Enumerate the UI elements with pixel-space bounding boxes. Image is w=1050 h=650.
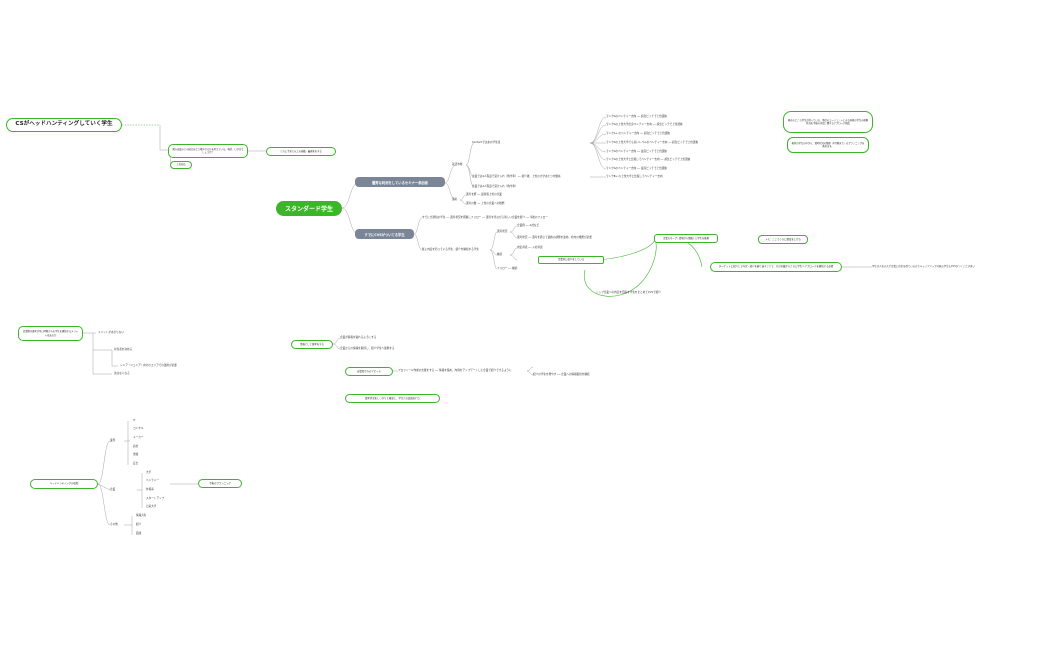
- memo-box[interactable]: メモ：ここでさらに精度を上げる: [758, 235, 808, 244]
- bottom-root[interactable]: ヘッドハンティングの役割: [30, 479, 98, 489]
- branch-2-sub-2b[interactable]: 企業別に紹介をしている: [538, 256, 604, 264]
- bg1-item-0: 大手: [146, 471, 152, 474]
- cs-headhunting-title[interactable]: CSがヘッドハンティングしていく学生: [6, 118, 122, 132]
- right-note-2[interactable]: 現状の学生の中から、選考状況の整理（4月期まで）のプランニングを進めます。: [787, 137, 869, 153]
- bl-item-3: 次はなくなる: [114, 372, 130, 375]
- bg2-item-0: 情報共有: [136, 514, 147, 517]
- left-top-box-1[interactable]: 僕らは彼らとの接点をどう増やせるかを考えている。現状、いかがでしょうか？: [168, 144, 248, 158]
- mid-box-1[interactable]: 情報として選考をする: [291, 340, 333, 349]
- mid-box-2[interactable]: 支援者からのアピール: [345, 367, 393, 376]
- left-top-box-3[interactable]: 上位対応: [170, 161, 192, 169]
- branch-2-sub-1: 選考状況: [497, 230, 508, 233]
- root-node[interactable]: スタンダード学生: [276, 201, 342, 216]
- green-link-label: トップ企業への内定を目指す学生をまとめてCVSで紹介: [596, 291, 661, 294]
- branch-2-sub-1b: 選考状況 ── 選考を通じて最終の調整を進め、社内の推薦が必要: [517, 236, 592, 239]
- mid-1-line-1: 企業からの情報を取得し、紹介学生へ連携する: [340, 347, 395, 350]
- rank-0: ランクAのベンチャー志向 ── 超急ピッチで上位選抜: [606, 115, 667, 118]
- contact-line: Contactではあの学生達: [472, 141, 501, 144]
- branch-2[interactable]: すでにCVSがついてる学生: [355, 229, 414, 239]
- bg0-item-2: メーカー: [133, 436, 144, 439]
- right-note-1[interactable]: 現在のところ学生が持っている、他社のエージェントによる同様の学生の推薦状況を今後…: [783, 111, 873, 133]
- tail-note: 学生が人気の大手企業に内定を得ているのでキャリアアップ対象の学生もCVSがつくこ…: [872, 265, 975, 268]
- branch-2-line-2: 既に内定を持っている学生、紹介を継続する学生: [422, 248, 479, 251]
- rank-6: ランクAのベンチャー志向 ── 最高ピッチで上位選抜: [606, 167, 667, 170]
- rank-7: ランクB+ の上位大学と比較してベンチャー志向: [606, 175, 663, 178]
- branch-1-sub-a: 就活市場: [452, 163, 463, 166]
- mid-2-line-1: 紹介の学生を増やす ── 企業への情報提供を継続: [533, 373, 590, 376]
- contact-note: 企業では4人程度で受け入れ（約半年）: [472, 185, 518, 188]
- branch-2-sub-2a: 内定承諾 ── 入社承認: [517, 246, 543, 249]
- bottom-group-0: 業界: [110, 439, 116, 442]
- green-box-a[interactable]: 企業のオープン情報から関連した学生を推薦: [654, 234, 718, 243]
- bottom-group-2: その他: [110, 523, 118, 526]
- left-top-box-2[interactable]: さらに今まで以上の接触・最適化をする: [266, 147, 336, 156]
- bg0-item-0: IT: [133, 419, 136, 422]
- branch-1-sub-b: 選考: [452, 198, 458, 201]
- branch-1[interactable]: 優秀な利用をしているセミナー参加者: [355, 177, 445, 187]
- bl-item-0: メリットがあまりない: [98, 331, 124, 334]
- bg1-item-4: 日系大手: [146, 505, 157, 508]
- bg2-item-2: 面談: [136, 532, 142, 535]
- bottom-right-box[interactable]: 今後のプランニング: [198, 479, 242, 488]
- rank-5: ランクAの上位大学と比較してベンチャー志向 ── 超急ピッチで上位選抜: [606, 158, 691, 161]
- rank-4: ランクAのベンチャー志向 ── 最高ピッチで上位選抜: [606, 150, 667, 153]
- bottom-left-question[interactable]: 企業側が選考が早い時期からの学生を継続するメリットはあるか: [18, 326, 83, 341]
- bg1-item-2: 外資系: [146, 488, 154, 491]
- bl-item-1: 担当者を決める: [114, 348, 133, 351]
- bg0-item-4: 金融: [133, 453, 139, 456]
- bg1-item-3: スタートアップ: [146, 497, 165, 500]
- bl-item-2: シニア（ジュニア）向けのエリアでの運用が必要: [120, 364, 177, 367]
- branch-2-sub-1a: 企業群 ── A社など: [517, 224, 540, 227]
- target-box[interactable]: ターゲットに紹介して内定・紹介を繰り返すことで、その実績からさらに学生へアプロー…: [710, 262, 842, 272]
- branch-2-line-1: すでに全通知の学生 ── 選考状況を把握しフォロー ── 選考を見ながら新しい企…: [422, 216, 548, 219]
- selection-1: 選考を経 ── 最新版上位の企業: [466, 193, 502, 196]
- branch-2-sub-3: フォロー ── 継続: [497, 267, 518, 270]
- bottom-group-1: 企業: [110, 488, 116, 491]
- selection-2: 選考の数 ── 上位の企業への推薦: [466, 202, 505, 205]
- rank-2: ランクA+ のベンチャー志向 ── 超急ピッチで上位選抜: [606, 132, 670, 135]
- bg0-item-5: 広告: [133, 462, 139, 465]
- mid-2-line-0: プロフィール作成の支援をする ── 情報を集め、内容をアップデートした企業で紹介…: [398, 369, 512, 372]
- bg2-item-1: 紹介: [136, 523, 142, 526]
- rank-1: ランクAの上位大学出身ベンチャー志向 ── 超急ピッチで上位選抜: [606, 123, 683, 126]
- branch-2-sub-2: 継続: [497, 253, 503, 256]
- bg0-item-3: 商社: [133, 445, 139, 448]
- mid-box-3[interactable]: 選考状況をしっかりと確認し、学生との面談を行う: [345, 394, 440, 403]
- mid-1-line-0: 企業が情報を取れるようにする: [340, 336, 377, 339]
- contact-line-2: 企業では4人程度で受け入れ（約半年）── 紹介後、上位の大学あたりを優先: [472, 175, 561, 178]
- bg0-item-1: コンサル: [133, 427, 144, 430]
- bg1-item-1: ベンチャー: [146, 479, 159, 482]
- rank-3: ランクAの上位大学でも高いレベルのベンチャー志向 ── 超急ピッチで上位選抜: [606, 141, 699, 144]
